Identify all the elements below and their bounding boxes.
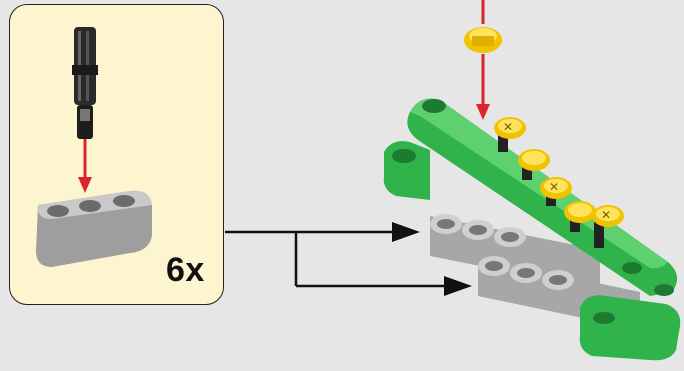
- red-arrow-icon: [476, 0, 490, 120]
- yellow-bushing-icon: [464, 27, 502, 53]
- svg-text:✕: ✕: [601, 208, 611, 222]
- svg-text:✕: ✕: [549, 180, 559, 194]
- green-beam-icon: [384, 141, 430, 200]
- svg-text:✕: ✕: [503, 120, 513, 134]
